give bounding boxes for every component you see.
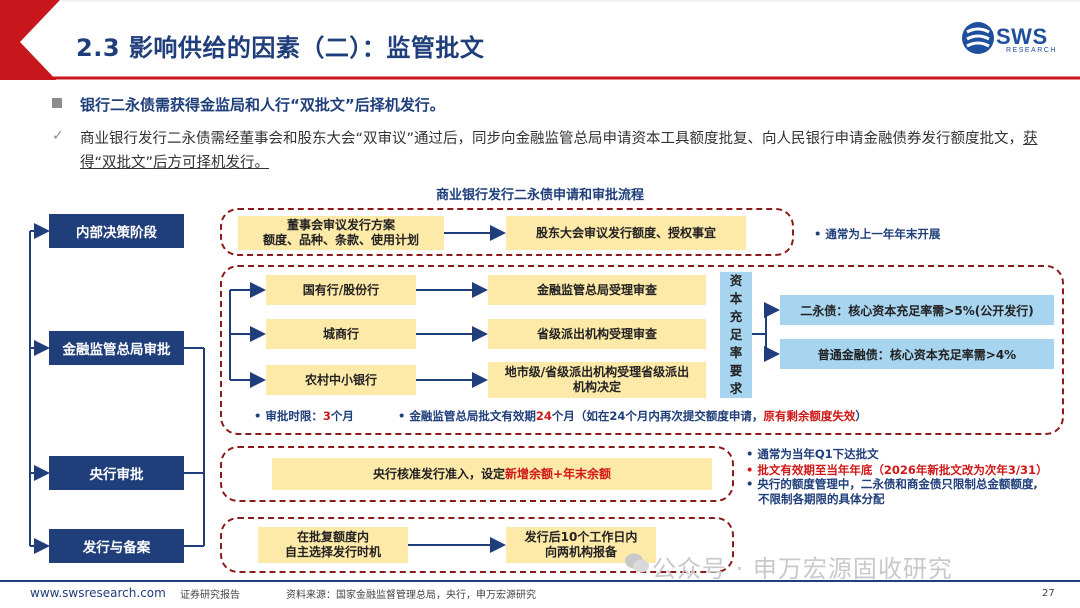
footer-divider <box>0 580 1080 582</box>
page-number: 27 <box>1042 588 1055 599</box>
pboc-note-3-line2: 不限制各期限的具体分配 <box>758 492 885 506</box>
nfra-validity-note: • 金融监管总局批文有效期24个月（如在24个月内再次提交额度申请，原有剩余额度… <box>398 408 867 424</box>
nfra-time-limit-note: • 审批时限：3个月 <box>254 408 354 424</box>
stage-issuance-filing: 发行与备案 <box>49 529 184 563</box>
capital-char: 资 <box>729 273 743 288</box>
board-review-line1: 董事会审议发行方案 <box>286 218 395 232</box>
bank-box-state-joint: 国有行/股份行 <box>266 275 416 305</box>
flow-title: 商业银行发行二永债申请和审批流程 <box>435 188 644 203</box>
check-bullet-icon: ✓ <box>52 128 64 144</box>
issue-filing-line1: 发行后10个工作日内 <box>524 530 638 544</box>
capital-char: 充 <box>729 309 743 324</box>
stage-internal-decision: 内部决策阶段 <box>49 214 184 248</box>
internal-dashed-frame <box>220 208 794 256</box>
capital-char: 足 <box>729 327 743 342</box>
footer-website-link[interactable]: www.swsresearch.com <box>30 586 166 600</box>
wechat-icon <box>625 553 649 573</box>
issue-timing-line1: 在批复额度内 <box>296 530 369 544</box>
requirement-perpetual-bond: 二永债：核心资本充足率需>5%(公开发行) <box>780 295 1054 325</box>
pboc-note-3-line1: • 央行的额度管理中，二永债和商金债只限制总金额额度, <box>746 477 1038 491</box>
note-text: • 审批时限： <box>254 409 323 423</box>
detail-bullet: 商业银行发行二永债需经董事会和股东大会“双审议”通过后，同步向金融监管总局申请资… <box>80 127 1055 175</box>
note-red-text: 原有剩余额度失效 <box>763 409 856 423</box>
header-banner <box>0 0 1080 80</box>
logo-subtitle: RESEARCH <box>1006 47 1057 54</box>
footer-source: 资料来源：国家金融监督管理总局，央行，申万宏源研究 <box>286 590 536 601</box>
note-red-text: 24 <box>535 409 552 423</box>
internal-note: • 通常为上一年年末开展 <box>814 227 941 241</box>
note-text: ） <box>855 409 867 423</box>
issue-timing-line2: 自主选择发行时机 <box>284 545 381 559</box>
main-bullet: 银行二永债需获得金监局和人行“双批文”后择机发行。 <box>80 96 445 114</box>
pboc-note-2: • 批文有效期至当年年底（2026年新批文改为次年3/31） <box>746 463 1048 477</box>
capital-char: 要 <box>729 363 743 378</box>
capital-char: 求 <box>729 381 743 396</box>
detail-underlined-text: 获得“双批文”后方可择机发行。 <box>80 131 1038 171</box>
note-red-text: 3 <box>322 409 331 423</box>
review-municipal-line1: 地市级/省级派出机构受理省级派出 <box>504 365 690 379</box>
pboc-note-3: • 央行的额度管理中，二永债和商金债只限制总金额额度, 不限制各期限的具体分配 <box>746 477 1038 507</box>
board-review-line2: 额度、品种、条款、使用计划 <box>262 233 419 247</box>
issue-filing-line2: 向两机构报备 <box>544 545 617 559</box>
sws-logo-icon <box>962 22 994 54</box>
note-text: 个月（如在24个月内再次提交额度申请， <box>551 409 764 423</box>
bank-box-rural: 农村中小银行 <box>266 365 416 395</box>
note-text: • 金融监管总局批文有效期 <box>398 409 536 423</box>
pboc-box-red-text: 新增余额+年末余额 <box>504 466 612 481</box>
detail-text: 商业银行发行二永债需经董事会和股东大会“双审议”通过后，同步向金融监管总局申请资… <box>80 131 1024 147</box>
square-bullet-icon <box>52 98 62 108</box>
footer-doc-type: 证券研究报告 <box>180 590 240 601</box>
pboc-note-1: • 通常为当年Q1下达批文 <box>746 447 879 461</box>
capital-adequacy-box: 资 本 充 足 率 要 求 <box>720 272 752 398</box>
issuance-dashed-frame <box>220 517 734 573</box>
pboc-dashed-frame <box>220 446 734 502</box>
board-review-box: 董事会审议发行方案 额度、品种、条款、使用计划 <box>238 216 444 250</box>
bank-box-city: 城商行 <box>266 319 416 349</box>
pboc-quota-box: 央行核准发行准入，设定新增余额+年末余额 <box>272 458 712 490</box>
review-box-nfra: 金融监管总局受理审查 <box>488 275 706 305</box>
issue-timing-box: 在批复额度内 自主选择发行时机 <box>258 527 408 563</box>
watermark-text: 公众号 · 申万宏源固收研究 <box>652 555 953 583</box>
shareholder-review-box: 股东大会审议发行额度、授权事宜 <box>506 216 746 250</box>
review-box-municipal: 地市级/省级派出机构受理省级派出 机构决定 <box>488 362 706 398</box>
review-municipal-line2: 机构决定 <box>572 380 621 394</box>
capital-char: 本 <box>729 291 743 306</box>
stage-nfra-approval: 金融监管总局审批 <box>49 331 184 365</box>
page-title: 2.3 影响供给的因素（二）：监管批文 <box>76 34 485 62</box>
note-text: 个月 <box>330 409 354 423</box>
capital-char: 率 <box>729 345 743 360</box>
logo-name: SWS <box>996 24 1048 49</box>
stage-pboc-approval: 央行审批 <box>49 456 184 490</box>
requirement-general-bond: 普通金融债：核心资本充足率需>4% <box>780 339 1054 369</box>
pboc-box-text: 央行核准发行准入，设定 <box>372 466 505 481</box>
review-box-provincial: 省级派出机构受理审查 <box>488 319 706 349</box>
nfra-dashed-frame <box>220 265 1064 435</box>
